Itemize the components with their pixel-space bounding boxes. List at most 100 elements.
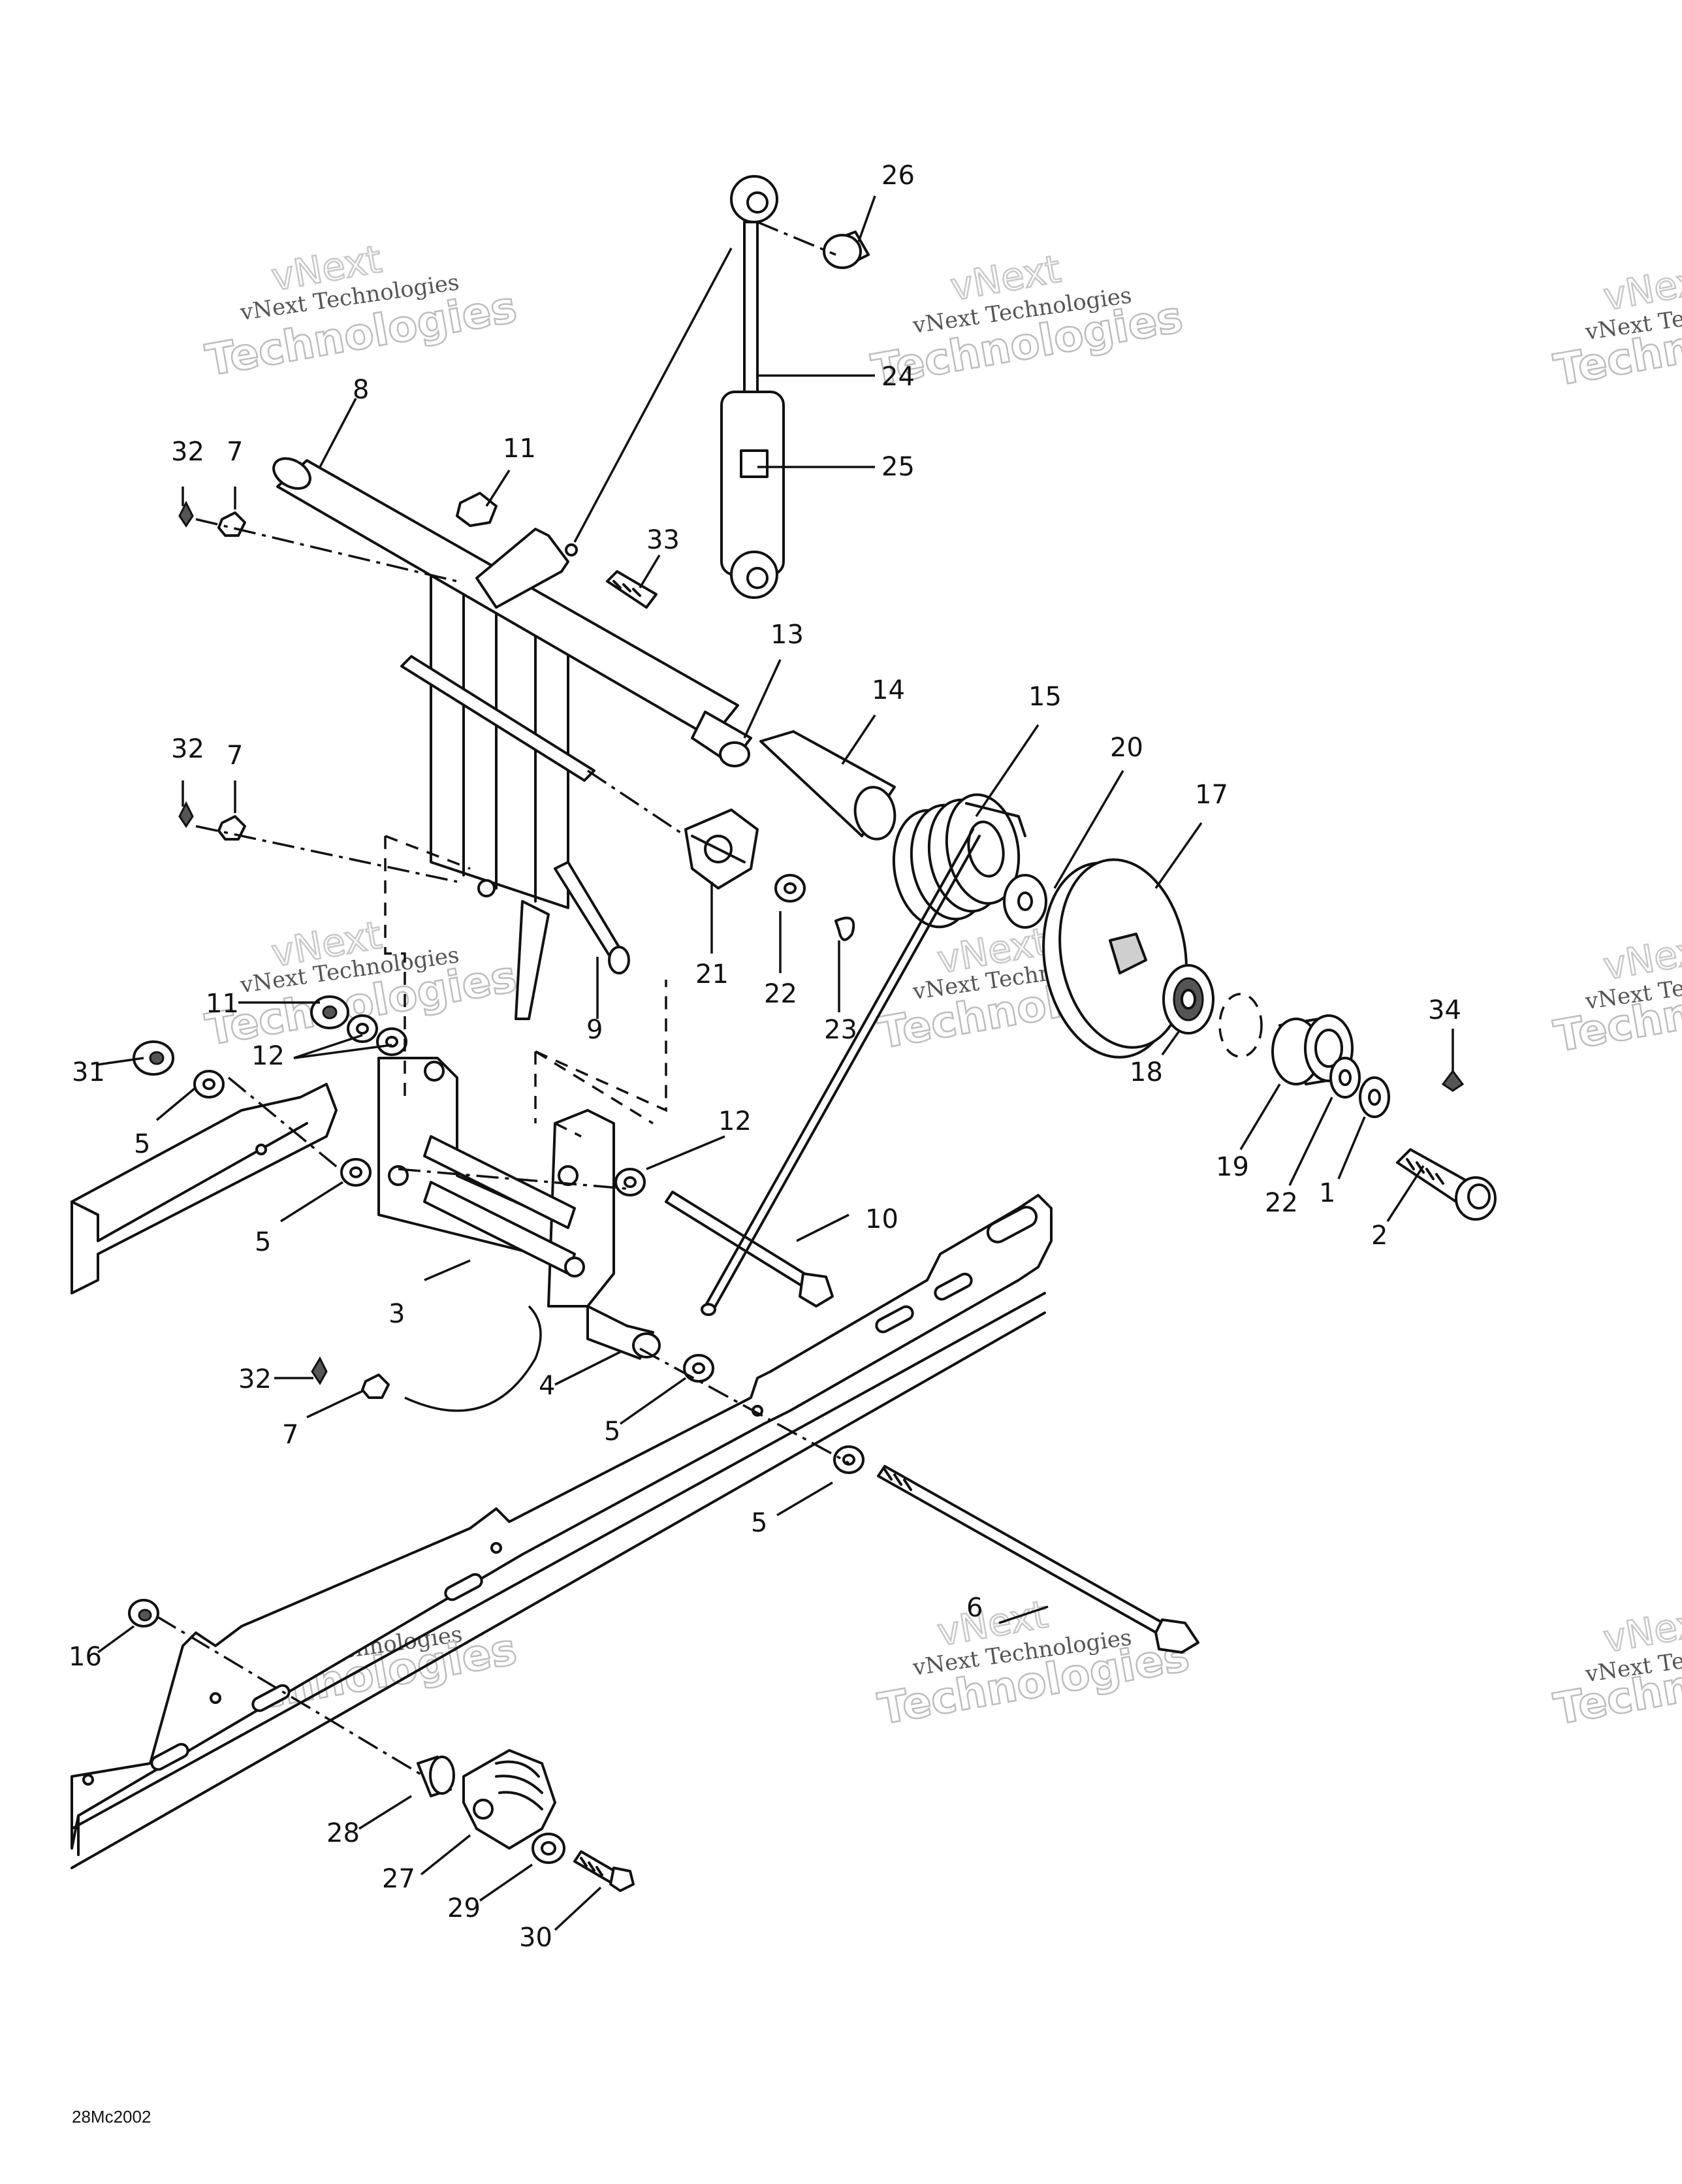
callout-34: 34 <box>1428 995 1461 1025</box>
callout-20: 20 <box>1110 733 1143 763</box>
bolt-10 <box>665 1191 834 1308</box>
washer-20 <box>1003 874 1047 929</box>
nut-16 <box>128 1599 159 1628</box>
washer-5-a <box>193 1070 225 1099</box>
callout-10: 10 <box>865 1204 898 1234</box>
washer-1 <box>1359 1076 1390 1118</box>
callout-15: 15 <box>1028 682 1062 712</box>
watermark-center-top: vNext vNext Technologies Technologies <box>867 246 1187 396</box>
callout-7-mid: 7 <box>227 741 243 771</box>
callout-4: 4 <box>539 1371 555 1401</box>
link-plates <box>475 528 578 609</box>
callout-32-mid: 32 <box>171 734 204 764</box>
washer-5-b <box>340 1158 372 1187</box>
washer-29 <box>532 1833 565 1864</box>
callout-11-mid: 11 <box>206 989 239 1019</box>
callout-5-c: 5 <box>604 1417 620 1447</box>
washer-22-right <box>1329 1057 1361 1099</box>
callout-19: 19 <box>1216 1152 1249 1182</box>
nut-32-low <box>311 1356 328 1385</box>
callout-29: 29 <box>447 1893 481 1923</box>
washer-22-left <box>774 874 806 903</box>
callout-33: 33 <box>646 525 680 555</box>
nut-32-top <box>178 500 194 528</box>
bushing-4 <box>586 1305 661 1360</box>
bolt-6 <box>877 1465 1199 1654</box>
nut-34 <box>1441 1069 1465 1092</box>
callout-12-left: 12 <box>251 1041 285 1071</box>
callout-5-a: 5 <box>134 1129 150 1159</box>
callout-24: 24 <box>881 362 915 392</box>
callout-2: 2 <box>1371 1221 1388 1251</box>
callout-6: 6 <box>966 1593 983 1623</box>
callout-23: 23 <box>824 1015 857 1045</box>
callout-18: 18 <box>1130 1057 1163 1087</box>
ring-dashed <box>1218 993 1263 1058</box>
callout-25: 25 <box>881 452 915 482</box>
wheel-17 <box>1042 858 1188 1059</box>
callout-17: 17 <box>1195 780 1228 810</box>
pivot-arm-9 <box>515 861 630 1020</box>
callout-31: 31 <box>72 1057 105 1087</box>
bearing-18 <box>1162 964 1214 1035</box>
shock-absorber <box>720 175 785 599</box>
watermark-right-top: vNext vNext Technologies Technologies <box>1549 255 1682 396</box>
callout-7-top: 7 <box>227 437 243 467</box>
left-slide-rail <box>71 1083 338 1294</box>
washer-11-mid <box>310 995 349 1029</box>
callout-27: 27 <box>382 1864 415 1894</box>
bolt-2 <box>1396 1148 1497 1221</box>
callout-labels: 26 24 25 8 32 7 11 33 13 14 15 20 17 32 … <box>69 161 1461 1953</box>
spring-15 <box>892 793 1026 929</box>
washer-5-c <box>683 1354 714 1383</box>
shaft-and-bushing-13 <box>691 711 752 767</box>
callout-28: 28 <box>326 1818 360 1848</box>
washer-12-b <box>376 1027 407 1056</box>
watermark-right-mid: vNext vNext Technologies Technologies <box>1549 925 1682 1063</box>
watermark-right-low: vNext vNext Technologies Technologies <box>1549 1598 1682 1735</box>
callout-13: 13 <box>770 620 804 650</box>
callout-3: 3 <box>389 1299 405 1329</box>
callout-21: 21 <box>695 959 729 989</box>
bracket-21 <box>684 809 759 890</box>
nut-7-top <box>217 511 246 537</box>
nut-11-top <box>456 492 498 527</box>
callout-30: 30 <box>519 1923 552 1953</box>
bolt-30 <box>573 1850 635 1892</box>
washer-5-d <box>833 1445 865 1474</box>
lower-bracket-3 <box>377 1057 615 1308</box>
callout-22-right: 22 <box>1265 1188 1298 1218</box>
callout-32-top: 32 <box>171 437 204 467</box>
assembly-lines <box>156 221 849 1778</box>
callout-1: 1 <box>1319 1178 1335 1208</box>
cam-27 <box>462 1749 556 1850</box>
callout-16: 16 <box>69 1642 102 1672</box>
callout-7-low: 7 <box>282 1420 298 1450</box>
callout-5-d: 5 <box>751 1508 767 1538</box>
washer-12-a <box>347 1014 378 1043</box>
nut-31 <box>133 1040 174 1076</box>
callout-5-b: 5 <box>255 1227 271 1257</box>
drawing-code: 28Mc2002 <box>72 2107 151 2127</box>
bushing-26 <box>823 231 870 269</box>
washer-12-c <box>614 1168 646 1196</box>
rod-long <box>701 828 981 1316</box>
bolt-33 <box>606 570 658 609</box>
callout-11-top: 11 <box>503 434 536 464</box>
leader-lines <box>97 195 1454 1931</box>
callout-9: 9 <box>586 1015 603 1045</box>
watermark-left-top: vNext vNext Technologies Technologies <box>201 236 521 387</box>
callout-8: 8 <box>353 375 369 405</box>
callout-32-low: 32 <box>238 1364 272 1394</box>
callout-12-right: 12 <box>718 1106 752 1136</box>
middle-cross-shaft <box>400 655 595 782</box>
bushing-14 <box>759 730 897 841</box>
spacer-28 <box>417 1756 455 1797</box>
callout-14: 14 <box>872 675 905 705</box>
callout-22-left: 22 <box>764 979 797 1009</box>
callout-26: 26 <box>881 161 915 191</box>
right-slide-rail <box>71 1194 1053 1869</box>
nut-32-mid <box>178 801 194 828</box>
